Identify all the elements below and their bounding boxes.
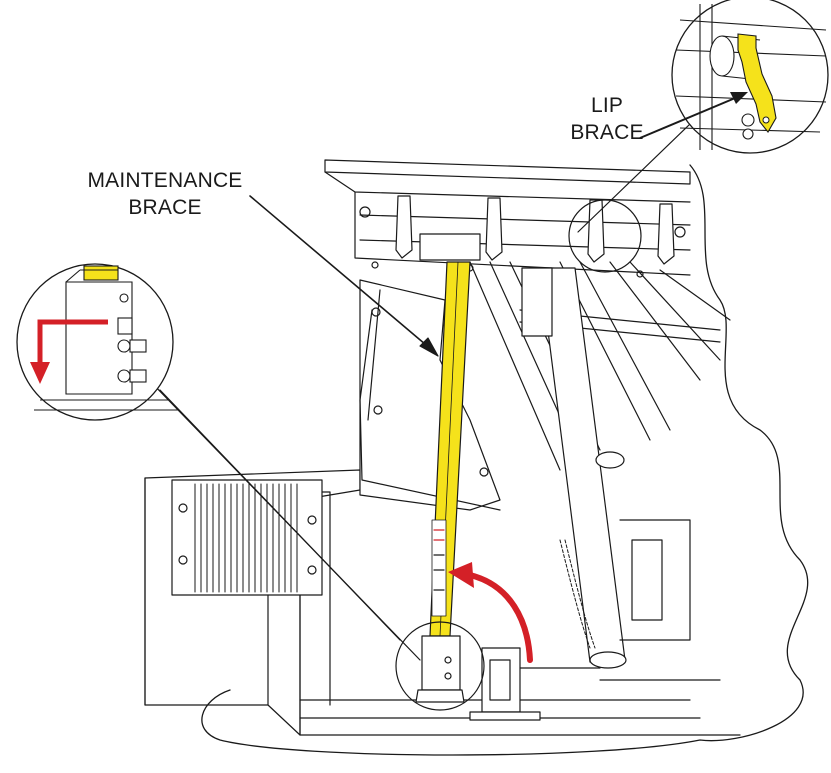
- lip-plate: [359, 279, 501, 511]
- right-frame: [599, 519, 721, 681]
- lip-brace-label-line2: BRACE: [570, 121, 644, 144]
- maintenance-brace-label-line2: BRACE: [128, 196, 202, 219]
- deck-platform: [324, 159, 691, 278]
- maintenance-brace-label: MAINTENANCE BRACE: [80, 167, 250, 221]
- lip-brace-label-line1: LIP: [590, 94, 624, 117]
- rotation-arrow: [448, 562, 533, 663]
- lip-brace-inset: [639, 0, 829, 154]
- maintenance-pointer-arrow: [249, 195, 439, 357]
- maintenance-brace-label-line1: MAINTENANCE: [87, 169, 243, 192]
- lip-brace-yellow: [737, 33, 777, 133]
- safety-chain: [559, 539, 596, 649]
- lip-brace-label: LIP BRACE: [562, 92, 652, 146]
- brace-base-inset: [16, 263, 178, 421]
- lift-cylinder: [521, 267, 627, 669]
- leader-line-lip: [577, 123, 691, 233]
- lip-hinge-callout-circle: [568, 199, 642, 273]
- leader-line-brace-base-2: [159, 389, 401, 641]
- maintenance-brace: [415, 261, 471, 703]
- brace-base-callout-circle: [395, 621, 485, 711]
- cutaway-border: [201, 164, 809, 756]
- hydraulic-unit: [171, 479, 323, 596]
- brace-stand: [469, 647, 601, 721]
- support-beams: [469, 261, 731, 471]
